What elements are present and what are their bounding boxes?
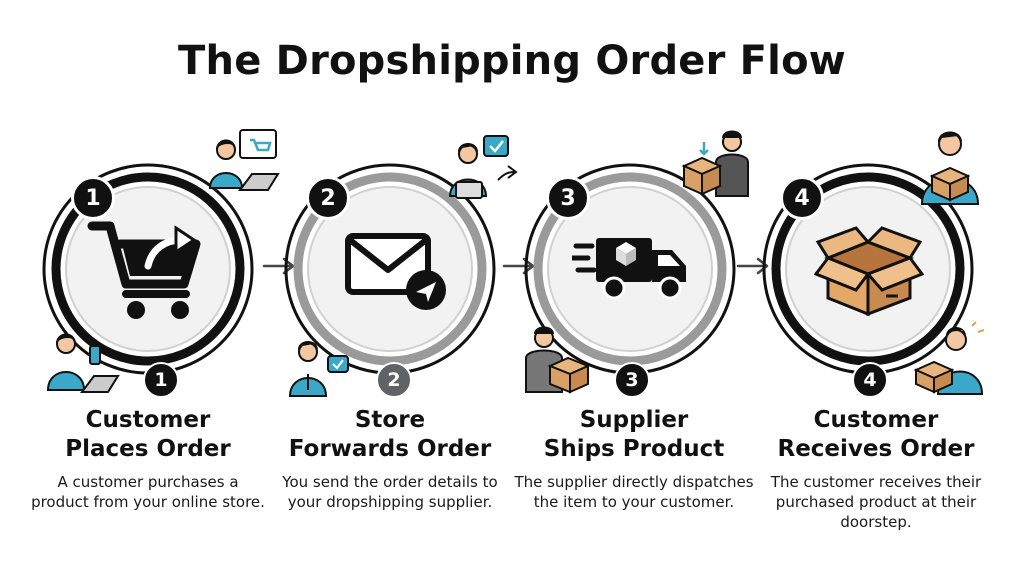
delivery-truck-icon	[572, 238, 686, 300]
page-title: The Dropshipping Order Flow	[178, 38, 846, 84]
step-2-title-line1: Store	[354, 407, 426, 433]
step-2-description: You send the order details to your drops…	[282, 473, 498, 511]
worker-box-icon	[681, 130, 749, 197]
step-3-title-line1: Supplier	[579, 407, 689, 433]
step-4-title-line2: Receives Order	[777, 436, 975, 462]
flow-arrow-3	[736, 257, 769, 275]
step-1-title: Customer Places Order	[20, 406, 276, 464]
step-1-number-badge: 1	[71, 176, 115, 220]
worker-carrying-box-icon	[525, 326, 591, 394]
step-4: 4 4 Customer Receives Order The customer…	[748, 0, 1004, 572]
step-4-description: The customer receives their purchased pr…	[770, 473, 982, 531]
person-laptop-check-icon	[448, 135, 518, 199]
person-holding-box-icon	[920, 131, 980, 205]
step-4-number-badge-small: 4	[852, 362, 888, 398]
person-phone-icon	[46, 333, 120, 393]
step-1-description: A customer purchases a product from your…	[31, 473, 265, 511]
step-1-title-line1: Customer	[85, 407, 211, 433]
step-3: 3 3 Supplier Ships Product The supplier …	[506, 0, 762, 572]
happy-person-box-icon	[913, 320, 985, 395]
step-2-title-line2: Forwards Order	[288, 436, 492, 462]
step-4-title: Customer Receives Order	[748, 406, 1004, 464]
person-laptop-icon	[208, 129, 280, 191]
step-4-title-line1: Customer	[813, 407, 939, 433]
envelope-send-icon	[345, 233, 446, 310]
step-3-number-badge: 3	[546, 176, 590, 220]
person-message-icon	[288, 341, 349, 397]
step-1-title-line2: Places Order	[65, 436, 231, 462]
step-2-number-badge: 2	[306, 176, 350, 220]
step-2-number-badge-small: 2	[376, 362, 412, 398]
shopping-cart-icon	[87, 221, 201, 319]
step-3-title-line2: Ships Product	[543, 436, 725, 462]
step-2-title: Store Forwards Order	[262, 406, 518, 464]
step-3-description: The supplier directly dispatches the ite…	[514, 473, 754, 511]
step-1-number-badge-small: 1	[143, 362, 179, 398]
step-3-title: Supplier Ships Product	[506, 406, 762, 464]
step-4-number-badge: 4	[780, 176, 824, 220]
step-2: 2 2 Store Forwards Order You send the or…	[262, 0, 518, 572]
step-3-number-badge-small: 3	[614, 362, 650, 398]
step-1: 1 1 Customer Places Order A customer pur…	[20, 0, 280, 572]
open-box-icon	[814, 226, 924, 317]
